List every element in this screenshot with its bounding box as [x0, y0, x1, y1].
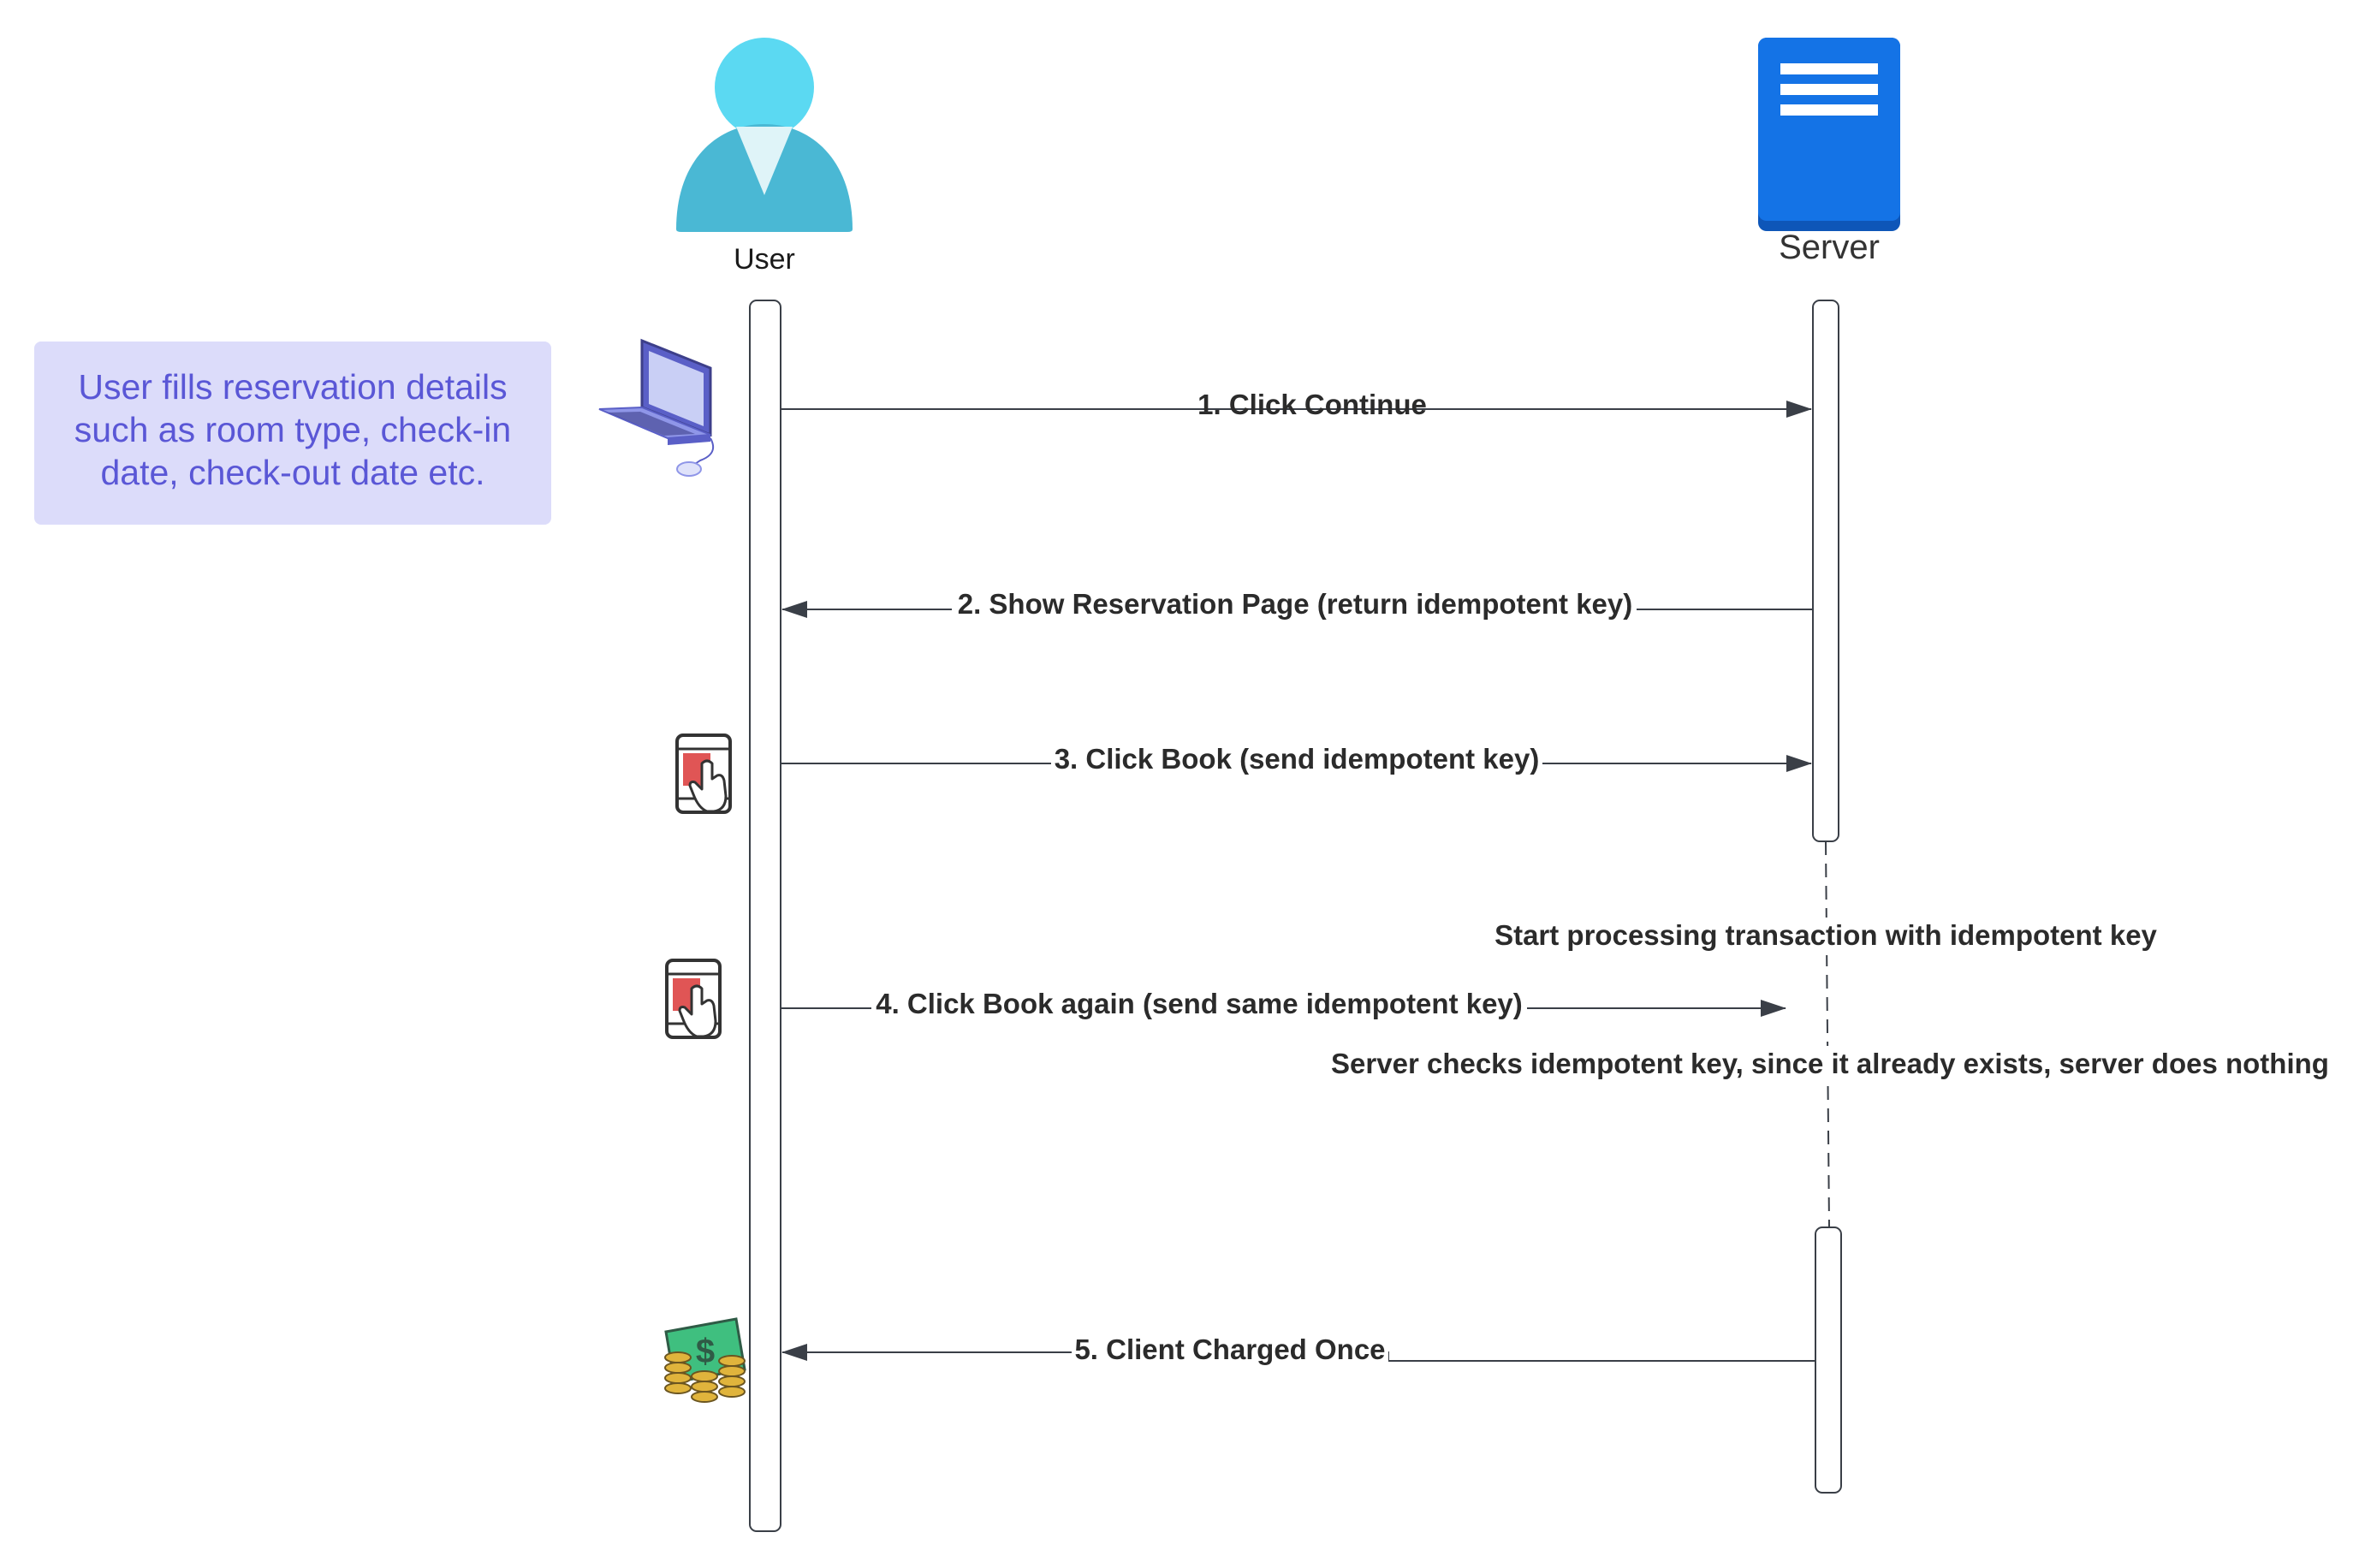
- svg-text:$: $: [696, 1333, 715, 1370]
- message-5-label: 5. Client Charged Once: [1074, 1333, 1385, 1365]
- phone-tap-icon: [675, 734, 732, 814]
- message-1-label: 1. Click Continue: [1197, 389, 1427, 420]
- note-line-3: date, check-out date etc.: [101, 453, 485, 492]
- message-2-label-bg: [952, 585, 1637, 620]
- message-4-label-bg: [871, 986, 1527, 1020]
- user-label: User: [734, 243, 795, 276]
- server-activation-bar-1: [1812, 300, 1839, 842]
- money-icon: $: [664, 1317, 746, 1403]
- note-line-2: such as room type, check-in: [74, 410, 511, 449]
- annotation-1-bg: [1485, 918, 2166, 955]
- phone-tap-icon: [665, 959, 722, 1039]
- note-line-1: User fills reservation details: [78, 367, 507, 407]
- message-5-label-bg: [1072, 1332, 1388, 1366]
- laptop-icon: [598, 338, 714, 477]
- server-dashed-lifeline: [1825, 840, 1830, 1228]
- annotation-1: Start processing transaction with idempo…: [1494, 919, 2157, 951]
- message-4-label: 4. Click Book again (send same idempoten…: [876, 988, 1523, 1019]
- user-icon: [676, 38, 853, 232]
- annotation-2-bg: [1322, 1046, 2337, 1084]
- note-box: User fills reservation details such as r…: [34, 342, 551, 525]
- message-2-label: 2. Show Reservation Page (return idempot…: [958, 588, 1633, 620]
- user-lifeline-bar: [749, 300, 781, 1532]
- server-icon: [1758, 38, 1900, 231]
- server-activation-bar-2: [1815, 1226, 1842, 1494]
- message-3-label: 3. Click Book (send idempotent key): [1055, 743, 1540, 775]
- message-3-label-bg: [1051, 741, 1542, 775]
- server-label: Server: [1779, 229, 1880, 266]
- annotation-2: Server checks idempotent key, since it a…: [1331, 1048, 2329, 1079]
